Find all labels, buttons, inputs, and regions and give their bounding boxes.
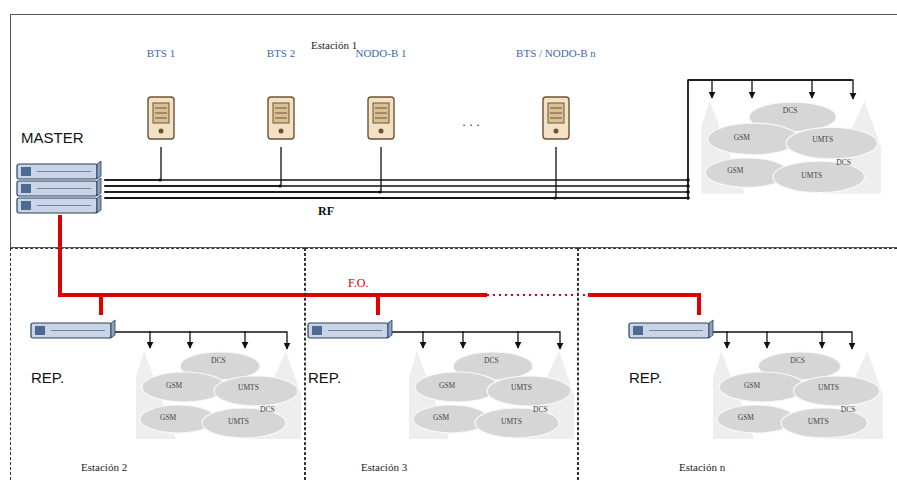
cell-label: DCS [836, 158, 851, 167]
cell-label: GSM [160, 413, 176, 422]
cell-label: DCS [260, 405, 275, 414]
cell-label: UMTS [501, 417, 522, 426]
rf-link [105, 147, 161, 180]
cabinet-icon [146, 95, 176, 141]
cell-label: UMTS [801, 171, 822, 180]
cell-label: UMTS [511, 383, 532, 392]
coverage-cells: DCS GSM UMTS DCS GSM UMTS [713, 349, 883, 444]
rf-link [105, 147, 556, 198]
station-label: Estación 2 [81, 461, 127, 473]
station-region: Estación 3 REP. DCS GSM UMTS DCS GSM UMTS [305, 248, 578, 480]
device-label: BTS 1 [147, 47, 175, 59]
cell-label: UMTS [812, 135, 833, 144]
signal-label: RF [318, 204, 334, 219]
device-label: MASTER [21, 129, 84, 146]
cell-label: UMTS [818, 383, 839, 392]
coverage-cells: DCS GSM UMTS DCS GSM UMTS [136, 349, 301, 444]
cell-label: DCS [790, 356, 805, 365]
station-region: Estación 2 REP. DCS GSM UMTS DCS GSM UMTS [10, 248, 305, 480]
device-label: REP. [308, 369, 341, 386]
repeater-unit: REP. [29, 315, 115, 391]
rf-link [115, 332, 287, 349]
master-unit: MASTER [15, 129, 105, 215]
station-label: Estación n [679, 461, 725, 473]
master-icon [15, 161, 105, 215]
station-label: Estación 3 [361, 461, 407, 473]
device-label: BTS 2 [267, 47, 295, 59]
cell-label: DCS [533, 405, 548, 414]
coverage-cells: DCS GSM UMTS DCS GSM UMTS [701, 99, 881, 199]
rf-link [105, 80, 853, 198]
station-region: Estación 1 MASTER BTS 1 BTS 2 NODO-B 1 BTS / … [10, 14, 897, 248]
station-label: Estación 1 [311, 39, 357, 51]
cell-label: GSM [738, 413, 754, 422]
cell-label: DCS [211, 356, 226, 365]
cell-label: UMTS [808, 417, 829, 426]
repeater-icon [29, 315, 119, 349]
repeater-icon [306, 315, 396, 349]
cell-label: GSM [727, 166, 743, 175]
repeater-unit: REP. [627, 315, 713, 391]
bts-cabinet: BTS 1 [116, 45, 206, 147]
rf-link [392, 332, 560, 349]
bts-cabinet: BTS 2 [236, 45, 326, 147]
cabinet-icon [366, 95, 396, 141]
device-label: REP. [629, 369, 662, 386]
ellipsis-mark: · · · [462, 118, 480, 133]
rf-link [105, 147, 381, 192]
cabinet-icon [541, 95, 571, 141]
cell-label: GSM [734, 133, 750, 142]
rf-link [713, 332, 852, 349]
repeater-icon [627, 315, 717, 349]
cell-label: UMTS [228, 417, 249, 426]
device-label: BTS / NODO-B n [516, 47, 596, 59]
cell-label: GSM [433, 413, 449, 422]
fiber-link [60, 215, 378, 315]
cell-label: UMTS [238, 383, 259, 392]
coverage-cells: DCS GSM UMTS DCS GSM UMTS [409, 349, 574, 444]
cell-label: GSM [744, 381, 760, 390]
fiber-link [60, 215, 101, 315]
cell-label: DCS [484, 356, 499, 365]
cell-label: DCS [783, 106, 798, 115]
station-region: Estación n REP. DCS GSM UMTS DCS GSM UMTS [578, 248, 897, 480]
cell-label: GSM [166, 381, 182, 390]
device-label: NODO-B 1 [355, 47, 406, 59]
cell-label: GSM [439, 381, 455, 390]
signal-label: F.O. [348, 276, 368, 291]
repeater-unit: REP. [306, 315, 392, 391]
cabinet-icon [266, 95, 296, 141]
bts-cabinet: BTS / NODO-B n [506, 45, 606, 147]
fiber-link [60, 215, 699, 315]
bts-cabinet: NODO-B 1 [336, 45, 426, 147]
device-label: REP. [31, 369, 64, 386]
cell-label: DCS [841, 405, 856, 414]
